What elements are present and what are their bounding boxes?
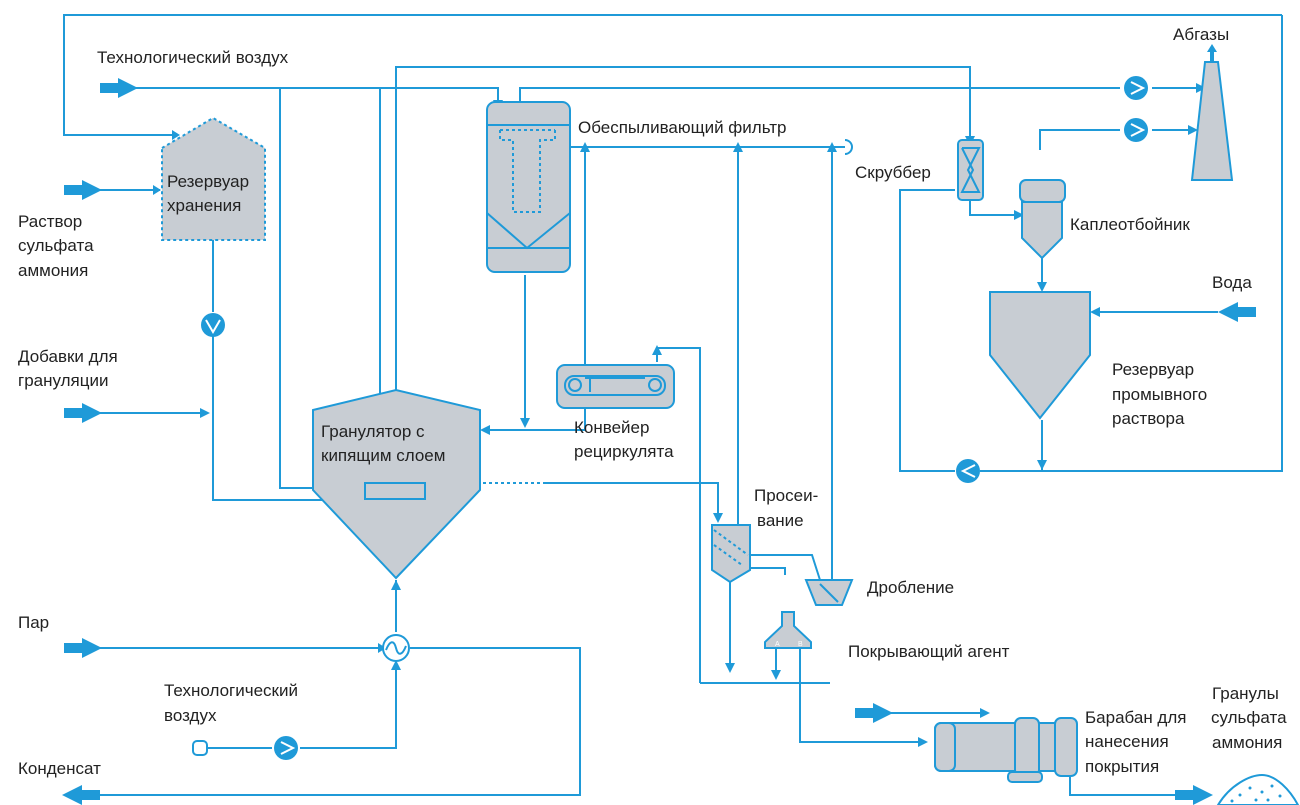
top-return-line	[63, 14, 1282, 136]
water-in-arrow	[1218, 302, 1256, 322]
granulator-out-line	[545, 482, 719, 515]
label-conveyor-1: Конвейер	[574, 418, 649, 437]
line-end-cap	[844, 139, 853, 155]
wash-tank	[989, 291, 1091, 420]
filter-outlet-line	[519, 87, 1120, 102]
fan-offgas-1	[1124, 76, 1148, 100]
solution-in-arrow	[64, 180, 102, 200]
product-out-arrow	[1175, 785, 1213, 805]
label-crushing: Дробление	[867, 578, 954, 597]
label-dust-filter: Обеспыливающий фильтр	[578, 118, 786, 137]
input-arrows	[62, 44, 1256, 805]
label-coating-agent: Покрывающий агент	[848, 642, 1010, 661]
scrubber-outlet	[969, 200, 1022, 216]
feed-line	[212, 335, 350, 501]
additives-in-arrow	[64, 403, 102, 423]
pump-storage	[201, 313, 225, 337]
label-port-b: B	[798, 641, 803, 648]
hx-air-line	[300, 665, 397, 749]
label-scrubber: Скруббер	[855, 163, 931, 182]
label-offgas: Абгазы	[1173, 25, 1229, 44]
label-drum-1: Барабан для	[1085, 708, 1186, 727]
screen-product	[742, 567, 786, 575]
label-granules-3: аммония	[1212, 733, 1282, 752]
condensate-line	[75, 647, 581, 796]
label-screening-2: вание	[757, 511, 804, 530]
label-granulator-2: кипящим слоем	[321, 446, 445, 465]
dust-down-line	[490, 147, 586, 431]
steam-in-arrow	[64, 638, 102, 658]
label-wash-tank-2: промывного	[1112, 385, 1207, 404]
label-conveyor-2: рециркулята	[574, 442, 674, 461]
label-steam: Пар	[18, 613, 49, 632]
screen	[711, 524, 751, 584]
label-screening-1: Просеи-	[754, 486, 818, 505]
stack-line-2-a	[1039, 129, 1120, 150]
process-air-line	[130, 87, 499, 102]
label-process-air-top: Технологический воздух	[97, 48, 289, 67]
right-return-line	[980, 15, 1283, 472]
label-wash-tank-1: Резервуар	[1112, 360, 1194, 379]
label-additives-2: грануляции	[18, 371, 108, 390]
label-process-air-bottom-1: Технологический	[164, 681, 298, 700]
air-inlet-box	[192, 740, 208, 756]
label-drum-2: нанесения	[1085, 732, 1169, 751]
process-air-in-arrow	[100, 78, 138, 98]
droplet-separator	[1019, 179, 1066, 260]
label-droplet-separator: Каплеотбойник	[1070, 215, 1190, 234]
product-pile	[1216, 773, 1300, 805]
pump-wash	[956, 459, 980, 483]
offgas-arrow	[1207, 44, 1217, 62]
coating-splitter	[764, 611, 812, 649]
drum-air-in-arrow	[855, 703, 893, 723]
condensate-out-arrow	[62, 785, 100, 805]
label-process-air-bottom-2: воздух	[164, 706, 217, 725]
dust-filter	[486, 101, 571, 273]
label-port-a: A	[775, 641, 780, 648]
label-solution-2: сульфата	[18, 236, 94, 255]
label-additives-1: Добавки для	[18, 347, 118, 366]
labels: Технологический воздух Абгазы Обеспылива…	[18, 25, 1287, 778]
label-drum-3: покрытия	[1085, 757, 1159, 776]
storage-tank	[161, 116, 266, 241]
scrubber	[957, 139, 984, 201]
label-water: Вода	[1212, 273, 1252, 292]
label-storage-tank-1: Резервуар	[167, 172, 249, 191]
fan-process-air	[274, 736, 298, 760]
coating-drum	[934, 717, 1078, 783]
product-line	[1069, 770, 1180, 796]
label-solution-1: Раствор	[18, 212, 82, 231]
scrubber-liquid-line	[899, 189, 955, 472]
fan-offgas-2	[1124, 118, 1148, 142]
label-storage-tank-2: хранения	[167, 196, 241, 215]
offgas-stack	[1190, 61, 1234, 181]
label-granules-2: сульфата	[1211, 708, 1287, 727]
granulator	[312, 388, 481, 580]
label-solution-3: аммония	[18, 261, 88, 280]
crusher	[804, 579, 854, 606]
label-wash-tank-3: раствора	[1112, 409, 1185, 428]
label-granulator-1: Гранулятор с	[321, 422, 425, 441]
granulator-exhaust-line	[395, 66, 971, 390]
label-condensate: Конденсат	[18, 759, 101, 778]
coating-to-drum	[799, 645, 925, 743]
screen-to-crusher	[750, 554, 821, 581]
recycle-conveyor	[556, 364, 675, 409]
heat-exchanger	[382, 634, 410, 662]
label-granules-1: Гранулы	[1212, 684, 1279, 703]
